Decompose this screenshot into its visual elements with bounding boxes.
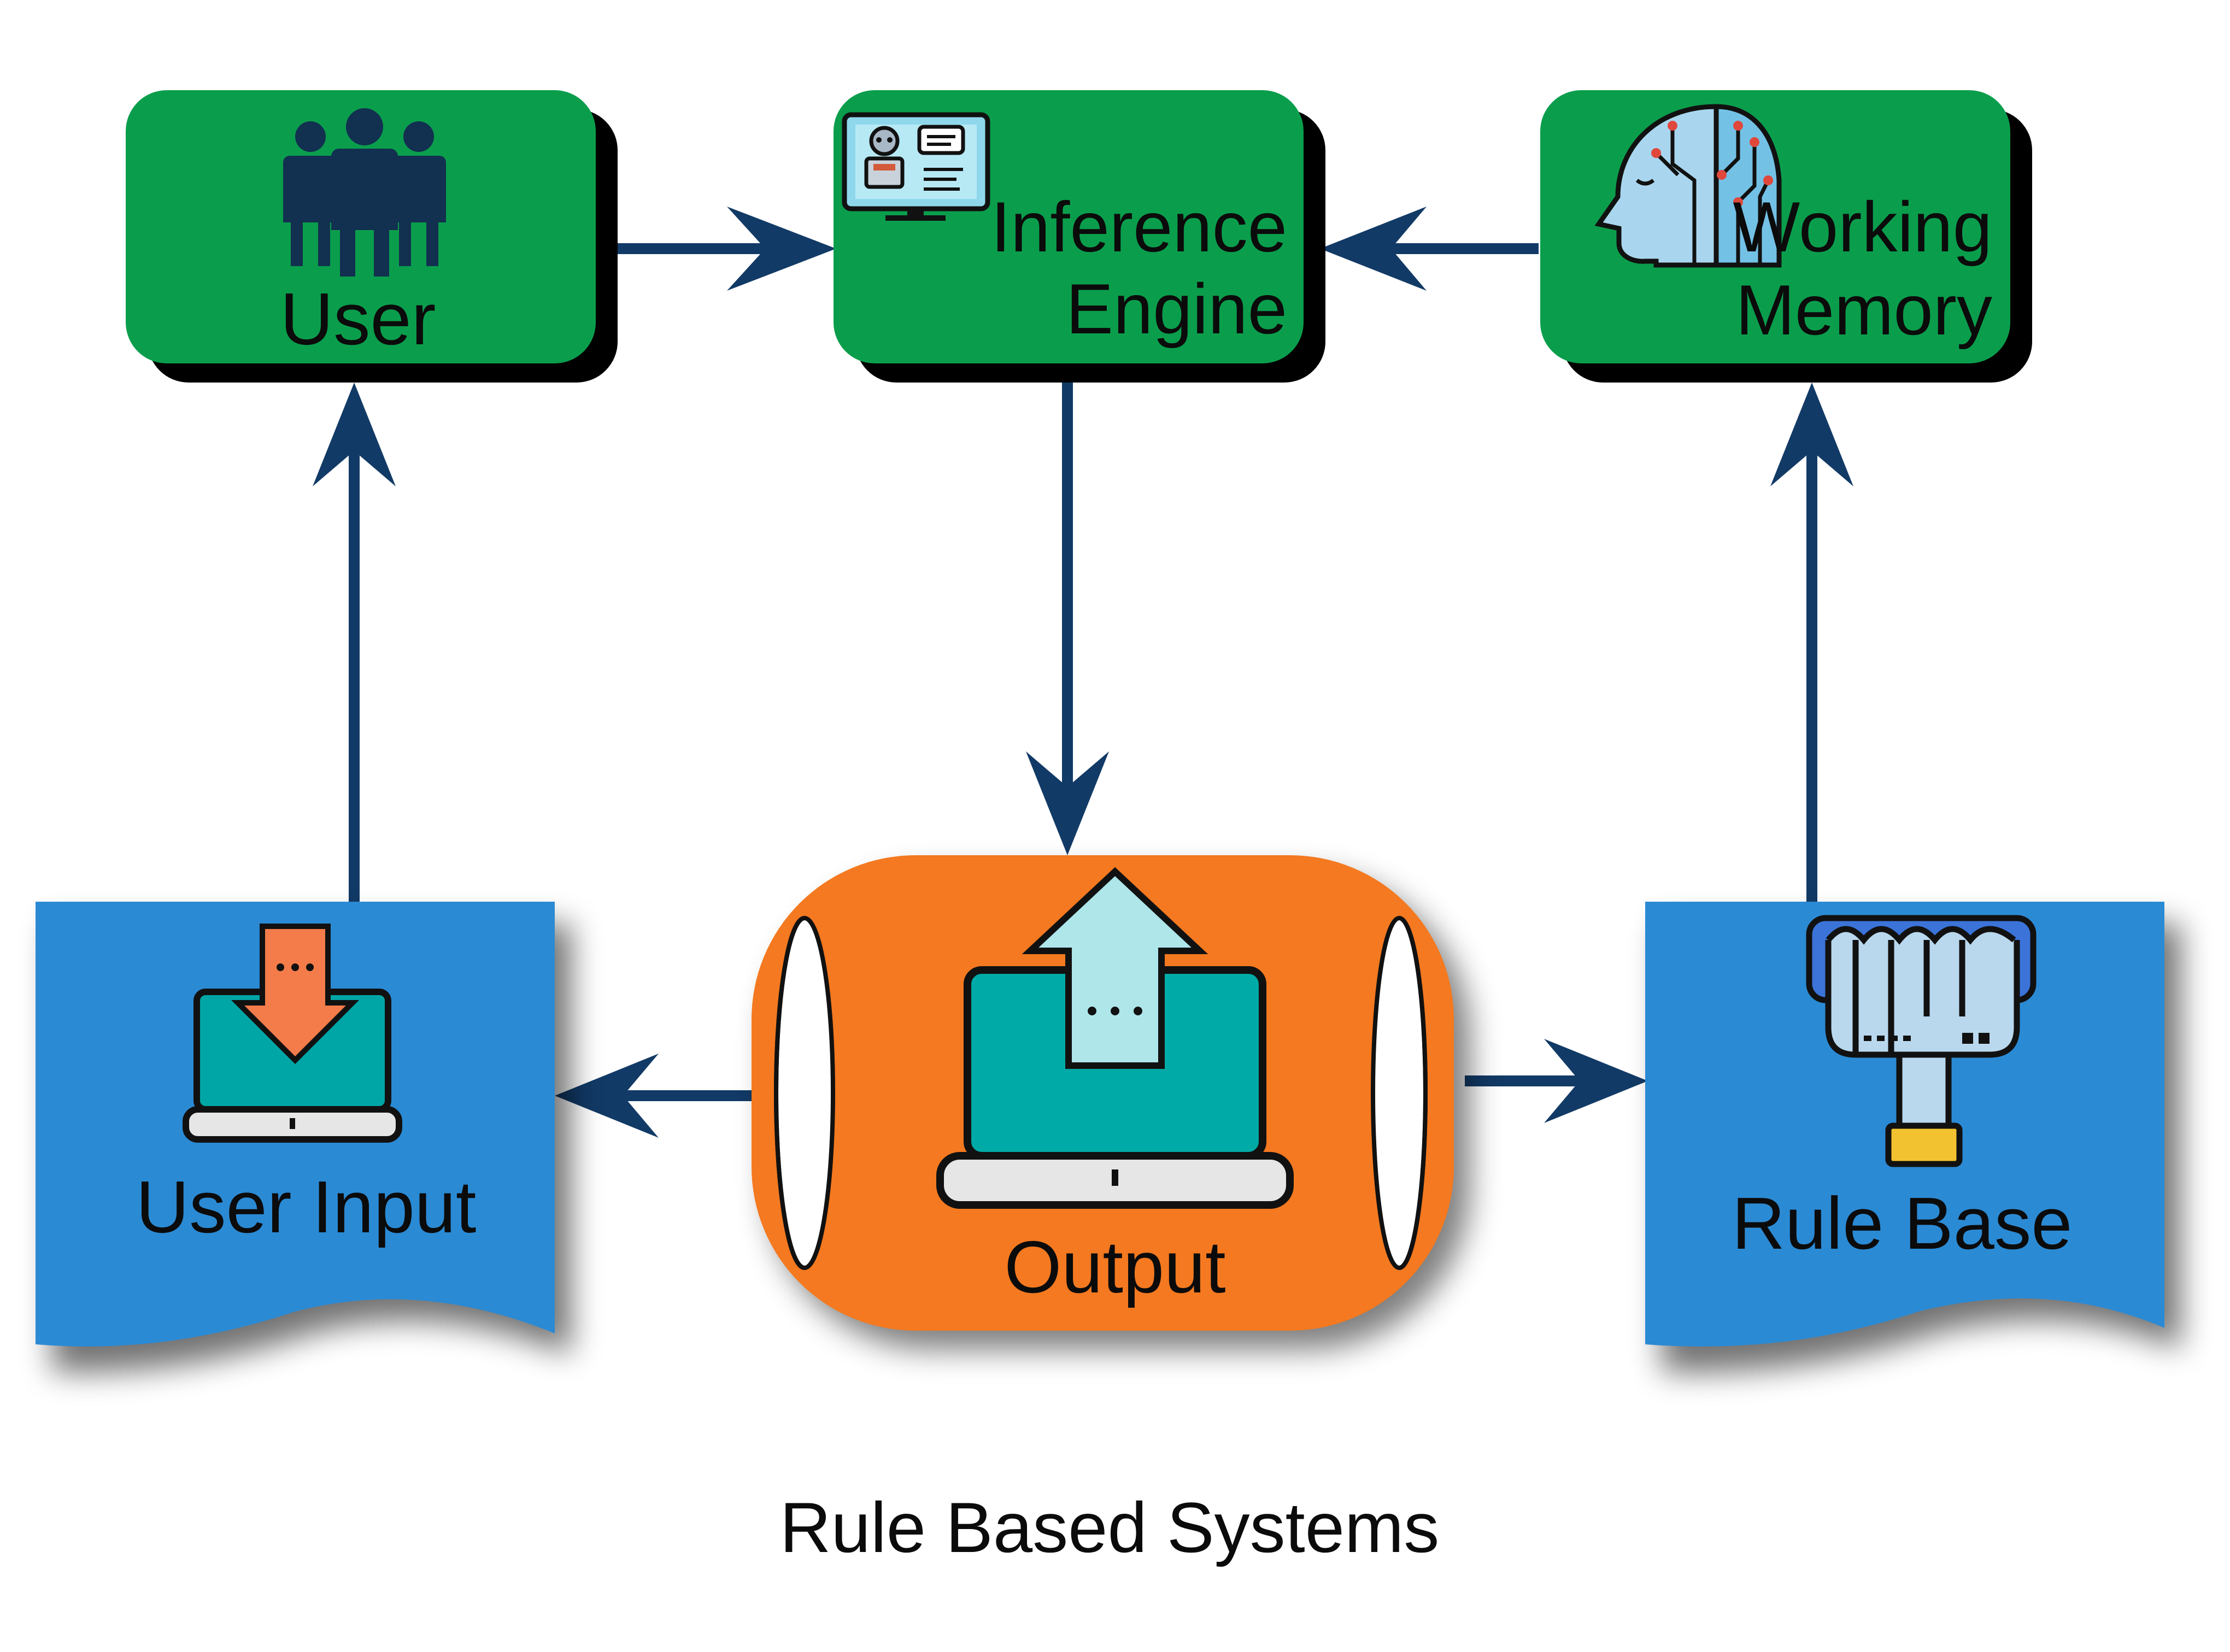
inference-engine-label-line1: Inference <box>991 187 1287 267</box>
laptop-upload-icon <box>936 867 1294 1209</box>
user-label: User <box>280 278 436 360</box>
robot-monitor-icon <box>842 112 990 221</box>
output-node: Output <box>752 855 1470 1350</box>
arrow-output-to-userinput <box>555 1054 754 1138</box>
robot-hand-icon <box>1806 915 2037 1167</box>
ai-brain-head-icon <box>1594 104 1782 268</box>
arrow-memory-to-inference <box>1320 207 1539 291</box>
arrow-inference-to-output <box>1026 383 1109 855</box>
arrow-output-to-rulebase <box>1465 1039 1648 1123</box>
working-memory-label-line2: Memory <box>1736 270 1992 350</box>
inference-engine-label-line2: Engine <box>1066 269 1287 349</box>
arrow-user-to-inference <box>618 207 836 291</box>
diagram-caption: Rule Based Systems <box>780 1488 1440 1567</box>
users-group-icon <box>283 108 446 277</box>
working-memory-node: Working Memory <box>1540 90 2032 383</box>
inference-engine-node: Inference Engine <box>834 90 1325 383</box>
working-memory-label-line1: Working <box>1733 187 1992 267</box>
user-input-label: User Input <box>136 1166 477 1248</box>
rule-base-node: Rule Base <box>1645 902 2181 1373</box>
connectors <box>313 207 1853 1138</box>
user-input-node: User Input <box>36 902 571 1373</box>
arrow-userinput-to-user <box>313 383 396 902</box>
output-label: Output <box>1004 1226 1225 1308</box>
rule-base-label: Rule Base <box>1732 1182 2073 1265</box>
laptop-download-icon <box>183 924 402 1143</box>
user-node: User <box>126 90 618 383</box>
arrow-rulebase-to-memory <box>1770 383 1853 902</box>
